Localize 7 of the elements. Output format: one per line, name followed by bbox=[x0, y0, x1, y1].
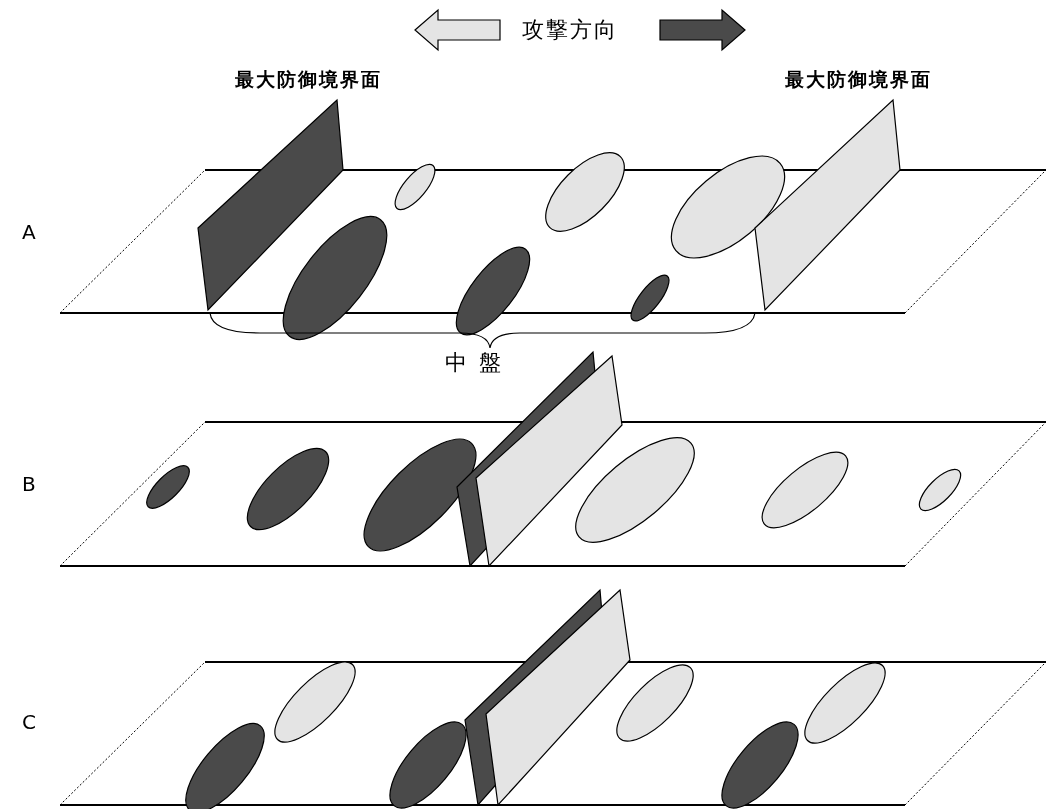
plane-label: 最大防御境界面 bbox=[235, 70, 382, 89]
row-label: B bbox=[22, 474, 38, 494]
plane-label: 最大防御境界面 bbox=[785, 70, 932, 89]
direction-label: 攻撃方向 bbox=[522, 19, 618, 41]
brace-label: 中盤 bbox=[445, 352, 513, 374]
row-label: C bbox=[22, 712, 38, 732]
row-label: A bbox=[22, 222, 38, 242]
